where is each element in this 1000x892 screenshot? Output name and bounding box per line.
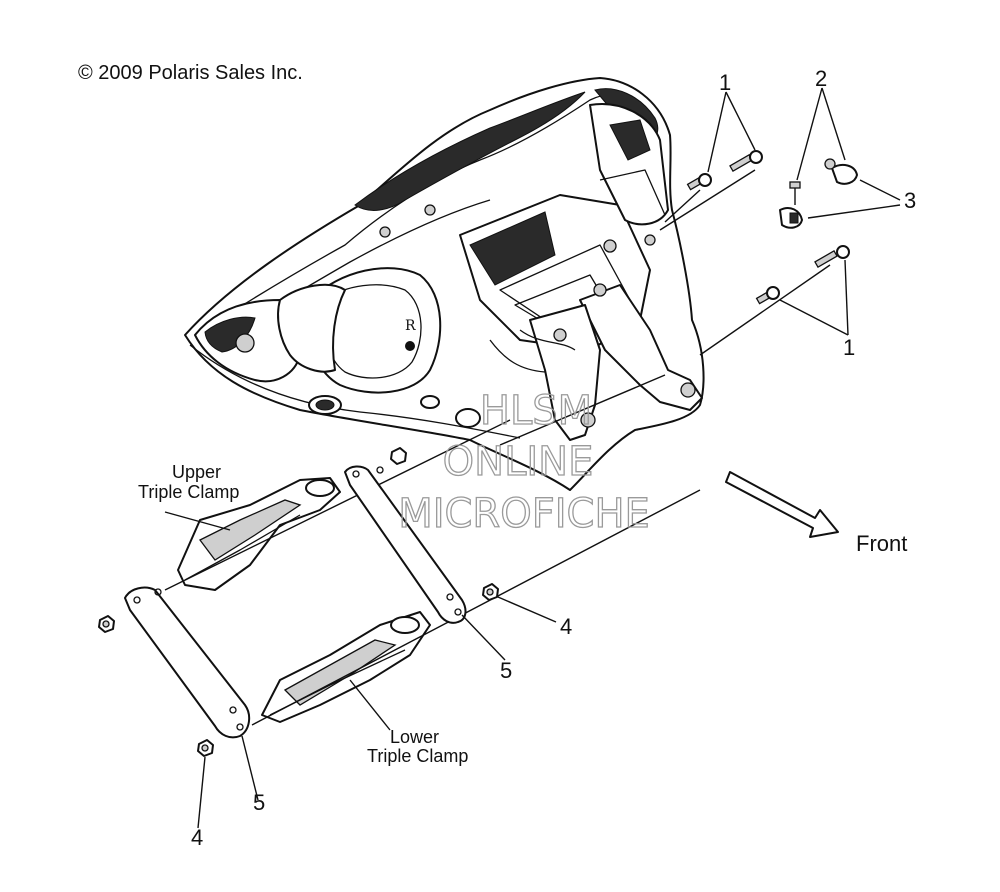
lower-triple-clamp bbox=[261, 611, 431, 723]
callout-leaders bbox=[164, 87, 901, 829]
watermark-line-3: MICROFICHE bbox=[398, 491, 650, 537]
nut-item-4-right bbox=[390, 447, 499, 601]
watermark-line-2: ONLINE bbox=[443, 439, 594, 485]
reference-line-lower bbox=[251, 489, 701, 726]
upper-triple-clamp-label-line1: Upper bbox=[172, 462, 221, 482]
copyright-text: © 2009 Polaris Sales Inc. bbox=[78, 62, 303, 84]
watermark: HLSM ONLINE MICROFICHE bbox=[398, 387, 651, 537]
upper-triple-clamp bbox=[177, 477, 341, 591]
front-label: Front bbox=[856, 531, 907, 556]
reference-line-upper bbox=[164, 419, 511, 591]
callout-3: 3 bbox=[904, 188, 916, 213]
reference-line-mid bbox=[499, 374, 666, 446]
callout-4-left: 4 bbox=[191, 825, 203, 850]
lower-triple-clamp-label-line1: Lower bbox=[390, 727, 439, 747]
clip-item-3 bbox=[779, 158, 858, 229]
callout-2: 2 bbox=[815, 66, 827, 91]
upper-triple-clamp-label-line2: Triple Clamp bbox=[138, 482, 239, 502]
callout-4-right: 4 bbox=[560, 614, 572, 639]
bolt-item-1-upper bbox=[659, 150, 763, 231]
headlight-pod-housing: R bbox=[184, 77, 705, 491]
front-arrow-icon bbox=[725, 471, 839, 538]
svg-text:R: R bbox=[405, 318, 416, 334]
lower-triple-clamp-label-line2: Triple Clamp bbox=[367, 746, 468, 766]
callout-5-left: 5 bbox=[253, 790, 265, 815]
bracket-item-5-left bbox=[124, 586, 251, 739]
bracket-item-5-right bbox=[344, 465, 467, 624]
callout-1-upper: 1 bbox=[719, 70, 731, 95]
watermark-line-1: HLSM bbox=[480, 388, 592, 434]
callout-5-right: 5 bbox=[500, 658, 512, 683]
nut-item-4-left bbox=[98, 615, 214, 757]
callout-1-lower: 1 bbox=[843, 335, 855, 360]
bolt-item-1-lower bbox=[699, 245, 850, 356]
